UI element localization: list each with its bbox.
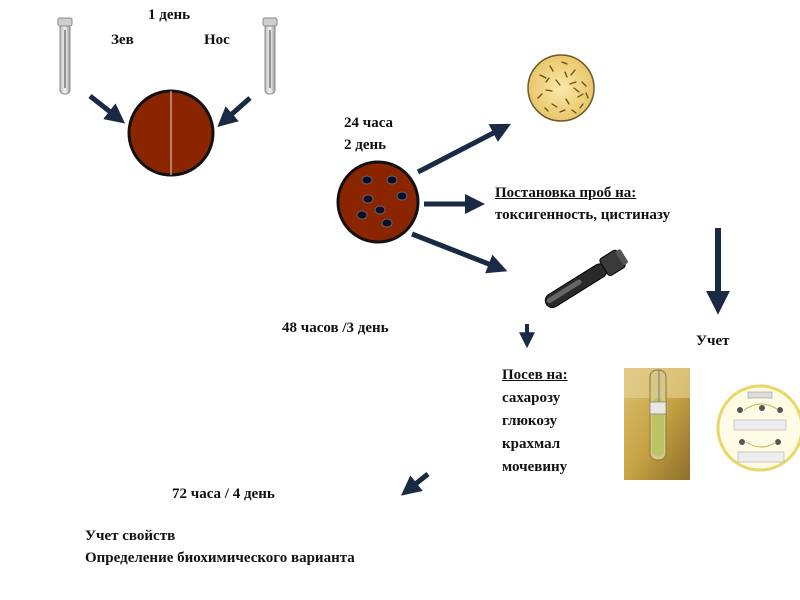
arrow-to-day4-icon [400, 472, 430, 496]
arrow-to-microscopy-icon [416, 123, 511, 175]
arrow-to-tube-icon [411, 231, 508, 274]
arrow-nose-to-dish-icon [217, 96, 252, 127]
day3-time: 48 часов /3 день [282, 320, 389, 336]
microscopy-smear-icon [527, 54, 595, 122]
test-tube-icon [544, 249, 628, 309]
media-tube-photo-icon [624, 368, 690, 480]
medium-starch: крахмал [502, 436, 561, 452]
toxigenicity-test-scheme-icon [716, 384, 800, 472]
final-line2: Определение биохимического варианта [85, 550, 355, 566]
day2-time: 24 часа [344, 115, 394, 131]
colony-petri-dish-icon [336, 160, 420, 244]
final-line1: Учет свойств [85, 528, 176, 544]
medium-glucose: глюкозу [502, 413, 558, 429]
split-petri-dish-icon [127, 89, 215, 177]
record-label: Учет [696, 333, 730, 349]
day1-title: 1 день [148, 7, 191, 23]
tests-items: токсигенность, цистиназу [495, 207, 671, 223]
arrow-throat-to-dish-icon [88, 94, 126, 124]
throat-label: Зев [111, 32, 134, 48]
day4-time: 72 часа / 4 день [172, 486, 275, 502]
nose-label: Нос [204, 32, 230, 48]
inoculation-heading: Посев на: [502, 367, 568, 383]
day2-day: 2 день [344, 137, 387, 153]
medium-sucrose: сахарозу [502, 390, 561, 406]
tests-heading: Постановка проб на: [495, 185, 637, 201]
throat-swab-tube-icon [57, 17, 73, 95]
nose-swab-tube-icon [262, 17, 278, 95]
medium-urea: мочевину [502, 459, 568, 475]
